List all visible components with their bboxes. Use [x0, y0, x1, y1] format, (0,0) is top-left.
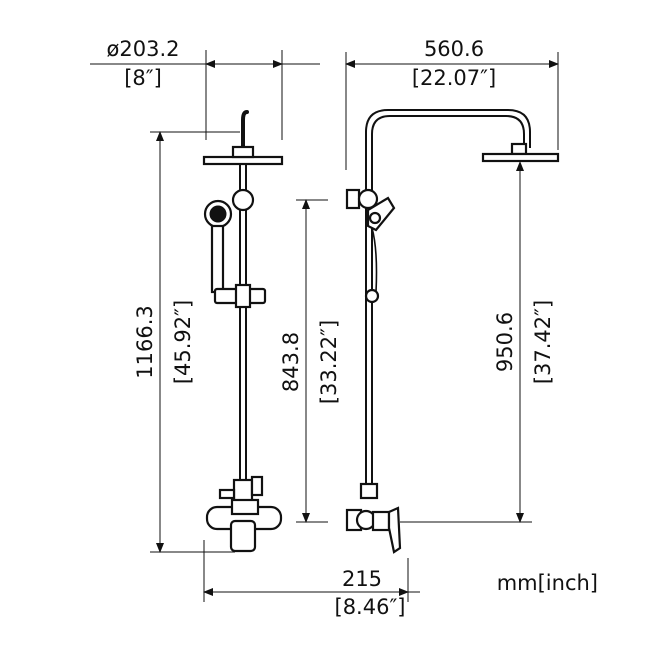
dim-total-height: 1166.3 [45.92″] — [133, 131, 240, 553]
side-mixer-body — [371, 510, 391, 532]
side-hose — [371, 227, 378, 293]
front-view — [202, 110, 284, 553]
dim-slide-bar-height: 843.8 [33.22″] — [279, 199, 341, 523]
mixer-width-inch: [8.46″] — [335, 595, 406, 619]
side-showerhead-connector — [510, 142, 528, 156]
side-showerhead — [481, 152, 560, 163]
front-hand-shower-handle — [210, 224, 225, 294]
front-hand-shower-face — [209, 205, 227, 223]
total-height-mm: 1166.3 — [133, 305, 157, 378]
front-diverter-knob — [250, 475, 264, 497]
side-upper-wall-mount — [345, 188, 361, 210]
front-diverter — [232, 478, 254, 504]
front-mixer-lever — [229, 519, 257, 553]
front-upper-bracket — [231, 188, 255, 212]
side-hand-shower-pivot — [368, 211, 382, 225]
front-mixer-cartridge — [230, 498, 260, 516]
arm-reach-mm: 560.6 — [424, 37, 484, 61]
front-showerhead-connector — [231, 145, 255, 159]
dim-arm-reach: 560.6 [22.07″] — [345, 37, 559, 170]
showerhead-diameter-mm: ø203.2 — [107, 37, 180, 61]
front-slider-knob — [234, 283, 252, 309]
side-slider — [364, 288, 380, 304]
side-mixer-lever — [387, 506, 402, 554]
arm-reach-inch: [22.07″] — [412, 66, 496, 90]
side-lower-joint — [359, 482, 379, 500]
slide-bar-height-mm: 843.8 — [279, 332, 303, 392]
dim-mixer-width: 215 [8.46″] — [203, 540, 420, 619]
dim-head-to-outlet-height: 950.6 [37.42″] — [400, 161, 555, 523]
front-arm-pipe — [241, 110, 249, 152]
head-to-outlet-mm: 950.6 — [493, 312, 517, 372]
total-height-inch: [45.92″] — [171, 300, 195, 384]
head-to-outlet-inch: [37.42″] — [531, 300, 555, 384]
front-diverter-outlet — [218, 488, 236, 500]
showerhead-diameter-inch: [8″] — [124, 66, 162, 90]
mixer-width-mm: 215 — [342, 567, 382, 591]
side-upper-bracket — [357, 188, 379, 210]
side-view — [345, 109, 560, 554]
dim-showerhead-diameter: ø203.2 [8″] — [90, 37, 320, 140]
units-label: mm[inch] — [497, 571, 598, 595]
slide-bar-height-inch: [33.22″] — [317, 320, 341, 404]
